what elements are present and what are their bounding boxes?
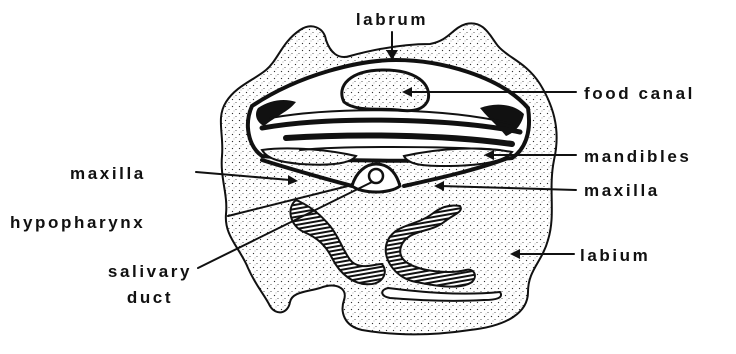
label-duct: duct xyxy=(127,288,173,307)
label-maxilla-right: maxilla xyxy=(584,181,660,200)
label-salivary: salivary xyxy=(108,262,192,281)
label-mandibles: mandibles xyxy=(584,147,691,166)
label-maxilla-left: maxilla xyxy=(70,164,146,183)
label-food-canal: food canal xyxy=(584,84,695,103)
label-hypopharynx: hypopharynx xyxy=(10,213,145,232)
label-labrum: labrum xyxy=(356,10,428,29)
label-labium: labium xyxy=(580,246,650,265)
food-canal xyxy=(342,70,429,111)
